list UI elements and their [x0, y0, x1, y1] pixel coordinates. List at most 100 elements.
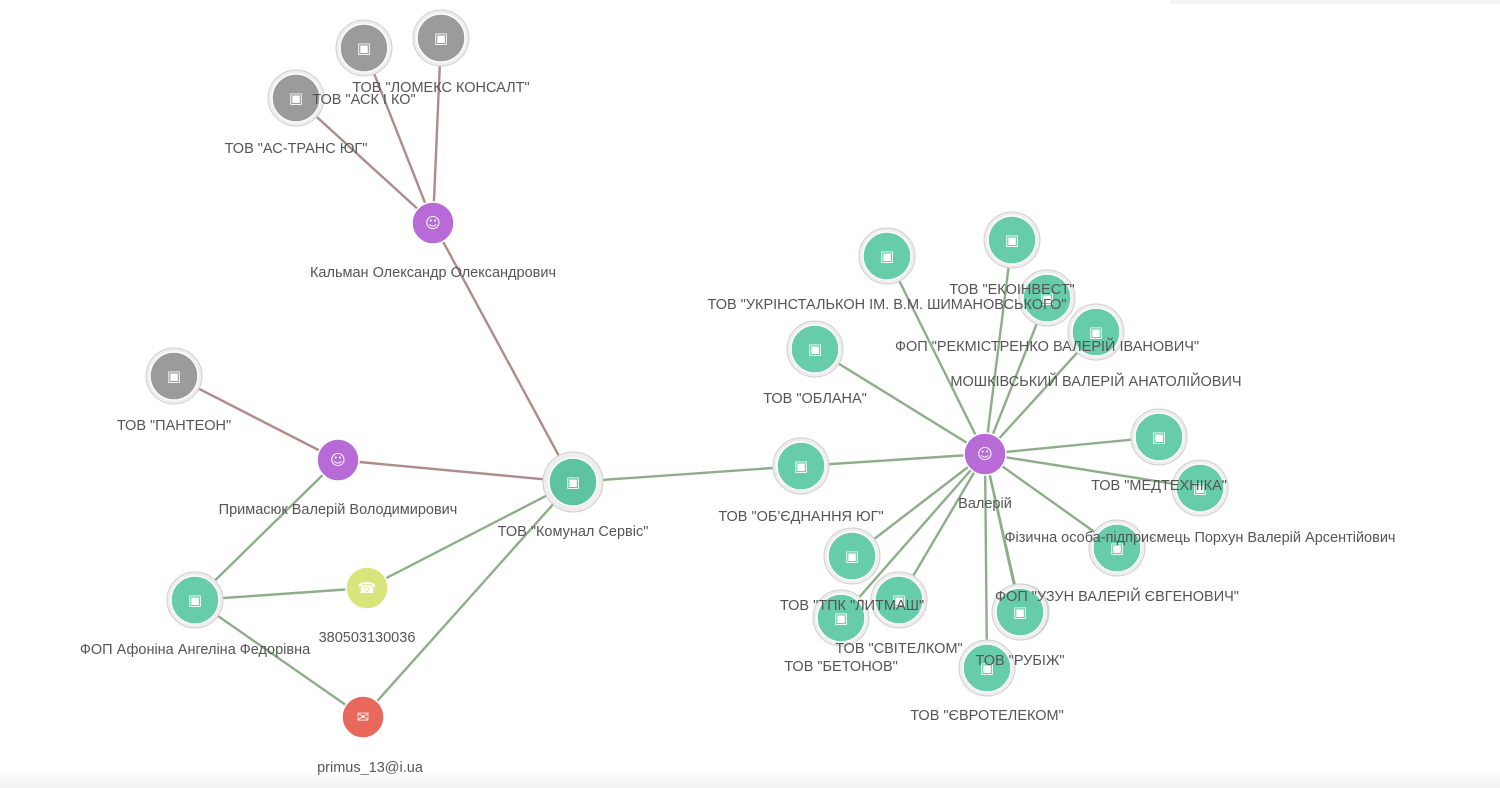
edge-email-center [361, 480, 575, 719]
node-porkhun[interactable]: ▣ [1088, 519, 1146, 577]
node-disc [1134, 412, 1184, 462]
node-label-porkhun: Фізична особа-підприємець Порхун Валерій… [1005, 530, 1396, 546]
briefcase-icon: ▣ [1013, 603, 1027, 621]
node-email[interactable]: ✉ [341, 695, 385, 739]
edge-astrans-kalman [294, 96, 435, 225]
node-center[interactable]: ▣ [542, 451, 604, 513]
node-label-panteon: ТОВ "ПАНТЕОН" [117, 418, 231, 434]
node-disc [790, 324, 840, 374]
node-disc [862, 231, 912, 281]
briefcase-icon: ▣ [1040, 289, 1054, 307]
nodes-layer: ▣☺▣▣▣▣☺▣☎✉▣☺▣▣▣▣▣▣▣▣▣▣▣▣▣▣ [145, 9, 1229, 739]
node-panteon[interactable]: ▣ [145, 347, 203, 405]
briefcase-icon: ▣ [289, 89, 303, 107]
node-disc [411, 201, 455, 245]
node-disc [987, 215, 1037, 265]
node-disc [548, 457, 598, 507]
node-eko[interactable]: ▣ [983, 211, 1041, 269]
node-label-moshk: МОШКІВСЬКИЙ ВАЛЕРІЙ АНАТОЛІЙОВИЧ [950, 372, 1241, 390]
edge-valeriy-eko [983, 238, 1014, 456]
node-medt2[interactable]: ▣ [1171, 459, 1229, 517]
node-label-oblana: ТОВ "ОБЛАНА" [763, 391, 867, 407]
node-label-valeriy: Валерій [958, 496, 1012, 512]
briefcase-icon: ▣ [794, 457, 808, 475]
briefcase-icon: ▣ [880, 247, 894, 265]
edge-kalman-center [431, 221, 575, 484]
node-disc [149, 351, 199, 401]
edge-valeriy-oblana [813, 347, 987, 456]
edge-phone-center [365, 480, 575, 590]
node-disc [345, 566, 389, 610]
edge-afonina-email [193, 598, 365, 719]
node-lytmash[interactable]: ▣ [823, 527, 881, 585]
node-disc [416, 13, 466, 63]
node-label-lytmash: ТОВ "ТПК "ЛИТМАШ" [780, 598, 924, 614]
edge-valeriy-medt2 [983, 452, 1202, 490]
briefcase-icon: ▣ [566, 473, 580, 491]
node-disc [962, 643, 1012, 693]
node-medt[interactable]: ▣ [1130, 408, 1188, 466]
node-afonina[interactable]: ▣ [166, 571, 224, 629]
briefcase-icon: ▣ [357, 39, 371, 57]
node-ob[interactable]: ▣ [772, 437, 830, 495]
node-astrans[interactable]: ▣ [267, 69, 325, 127]
node-kalman[interactable]: ☺ [411, 201, 455, 245]
briefcase-icon: ▣ [1089, 323, 1103, 341]
edge-primasiuk-afonina [193, 458, 340, 602]
top-bar [1170, 0, 1500, 4]
node-svitelkom[interactable]: ▣ [870, 571, 928, 629]
phone-icon: ☎ [358, 579, 377, 597]
edge-valeriy-medt [983, 435, 1161, 456]
edge-ob-valeriy [799, 452, 987, 468]
edge-valeriy-ukrin [885, 254, 987, 456]
node-disc [1071, 307, 1121, 357]
node-rekm[interactable]: ▣ [1018, 269, 1076, 327]
node-label-eko: ТОВ "ЕКОІНВЕСТ" [949, 282, 1074, 298]
node-disc [341, 695, 385, 739]
edge-ask-kalman [362, 46, 435, 225]
node-phone[interactable]: ☎ [345, 566, 389, 610]
node-rubizh[interactable]: ▣ [991, 583, 1049, 641]
node-disc [339, 23, 389, 73]
node-label-rekm: ФОП "РЕКМІСТРЕНКО ВАЛЕРІЙ ІВАНОВИЧ" [895, 337, 1199, 355]
node-moshk[interactable]: ▣ [1067, 303, 1125, 361]
node-label-betonov: ТОВ "БЕТОНОВ" [784, 659, 898, 675]
node-betonov[interactable]: ▣ [812, 589, 870, 647]
node-oblana[interactable]: ▣ [786, 320, 844, 378]
briefcase-icon: ▣ [1005, 231, 1019, 249]
node-label-svitelkom: ТОВ "СВІТЕЛКОМ" [835, 641, 962, 657]
bottom-fade [0, 770, 1500, 788]
node-ask[interactable]: ▣ [335, 19, 393, 77]
briefcase-icon: ▣ [980, 659, 994, 677]
node-disc [271, 73, 321, 123]
briefcase-icon: ▣ [834, 609, 848, 627]
edge-valeriy-evro [983, 452, 989, 670]
node-label-afonina: ФОП Афоніна Ангеліна Федорівна [80, 642, 311, 658]
node-disc [874, 575, 924, 625]
node-disc [1022, 273, 1072, 323]
briefcase-icon: ▣ [845, 547, 859, 565]
briefcase-icon: ▣ [1152, 428, 1166, 446]
node-label-lomeks: ТОВ "ЛОМЕКС КОНСАЛТ" [352, 80, 529, 96]
user-icon: ☺ [425, 214, 441, 232]
node-valeriy[interactable]: ☺ [963, 432, 1007, 476]
node-label-uzun: ФОП "УЗУН ВАЛЕРІЙ ЄВГЕНОВИЧ" [995, 587, 1239, 605]
edge-valeriy-betonov [839, 452, 987, 620]
node-label-ukrin: ТОВ "УКРІНСТАЛЬКОН ІМ. В.М. ШИМАНОВСЬКОГ… [707, 297, 1066, 313]
node-disc [170, 575, 220, 625]
node-ukrin[interactable]: ▣ [858, 227, 916, 285]
edge-lomeks-kalman [431, 36, 443, 225]
briefcase-icon: ▣ [808, 340, 822, 358]
edge-afonina-phone [193, 586, 369, 602]
node-label-astrans: ТОВ "АС-ТРАНС ЮГ" [225, 141, 368, 157]
node-evro[interactable]: ▣ [958, 639, 1016, 697]
node-primasiuk[interactable]: ☺ [316, 438, 360, 482]
envelope-icon: ✉ [357, 708, 370, 726]
node-disc [1175, 463, 1225, 513]
briefcase-icon: ▣ [167, 367, 181, 385]
node-label-kalman: Кальман Олександр Олександрович [310, 265, 556, 281]
node-label-phone: 380503130036 [319, 630, 416, 646]
node-lomeks[interactable]: ▣ [412, 9, 470, 67]
user-icon: ☺ [977, 445, 993, 463]
